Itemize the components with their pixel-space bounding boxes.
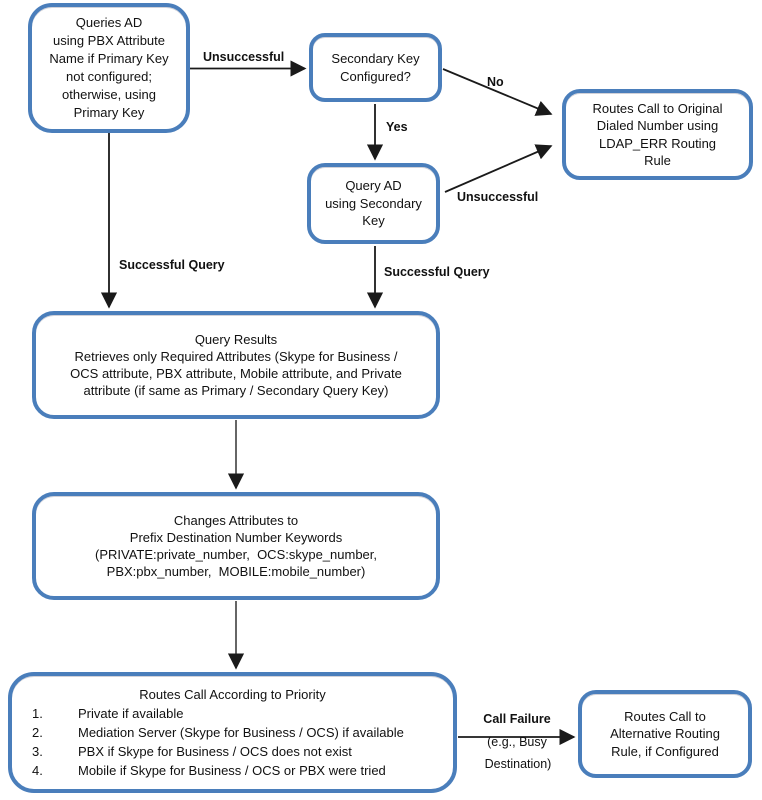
label-yes: Yes: [386, 120, 408, 134]
label-call-failure: Call Failure: [483, 712, 551, 726]
node-query-results: Query Results Retrieves only Required At…: [32, 311, 440, 419]
priority-item: 4. Mobile if Skype for Business / OCS or…: [12, 761, 453, 780]
text-line: Routes Call to: [624, 708, 706, 724]
priority-list: 1. Private if available 2. Mediation Ser…: [12, 704, 453, 780]
text-line: Prefix Destination Number Keywords: [129, 530, 343, 545]
text-line: Configured?: [340, 68, 411, 84]
priority-item: 2. Mediation Server (Skype for Business …: [12, 723, 453, 742]
text-line: Primary Key: [73, 105, 145, 120]
text-line: Query AD: [345, 178, 402, 194]
node-routes-call-priority: Routes Call According to Priority 1. Pri…: [8, 672, 457, 793]
text-line: Rule: [644, 153, 671, 168]
text-line: Alternative Routing: [610, 726, 720, 742]
priority-item-text: Mediation Server (Skype for Business / O…: [78, 725, 404, 740]
text-line: Rule, if Configured: [611, 743, 719, 759]
arrow-unsuccessful-mid: [444, 144, 553, 193]
text-line: Routes Call to Original: [592, 100, 723, 116]
priority-title: Routes Call According to Priority: [139, 687, 326, 702]
priority-item-number: 3.: [32, 744, 43, 759]
node-query-ad-secondary-key: Query AD using Secondary Key: [307, 163, 440, 244]
text-line: attribute (if same as Primary / Secondar…: [83, 383, 389, 398]
text-line: (PRIVATE:private_number, OCS:skype_numbe…: [94, 547, 378, 562]
priority-item: 1. Private if available: [12, 704, 453, 723]
priority-item-number: 4.: [32, 763, 43, 778]
node-alternative-routing: Routes Call to Alternative Routing Rule,…: [578, 690, 752, 778]
text-line: using Secondary: [325, 195, 422, 211]
priority-item-number: 2.: [32, 725, 43, 740]
node-changes-attributes: Changes Attributes to Prefix Destination…: [32, 492, 440, 600]
text-line: Changes Attributes to: [173, 513, 299, 528]
priority-item: 3. PBX if Skype for Business / OCS does …: [12, 742, 453, 761]
label-successful-query-right: Successful Query: [384, 265, 490, 279]
text-line: Secondary Key: [331, 51, 420, 66]
text-line: otherwise, using: [62, 87, 156, 102]
text-line: Query Results: [194, 332, 278, 347]
text-line: PBX:pbx_number, MOBILE:mobile_number): [106, 564, 366, 579]
text-line: Dialed Number using: [596, 118, 719, 133]
label-call-failure-note-2: Destination): [484, 757, 552, 771]
label-unsuccessful-mid: Unsuccessful: [457, 190, 539, 204]
text-line: LDAP_ERR Routing: [598, 135, 717, 151]
node-ldap-err-routing: Routes Call to Original Dialed Number us…: [562, 89, 753, 180]
priority-item-number: 1.: [32, 706, 43, 721]
text-line: not configured;: [65, 69, 152, 84]
label-no: No: [487, 75, 504, 89]
priority-item-text: Mobile if Skype for Business / OCS or PB…: [78, 763, 386, 778]
priority-item-text: Private if available: [78, 706, 184, 721]
node-queries-ad: Queries AD using PBX Attribute Name if P…: [28, 3, 190, 133]
priority-item-text: PBX if Skype for Business / OCS does not…: [78, 744, 352, 759]
node-secondary-key-configured: Secondary Key Configured?: [309, 33, 442, 102]
label-call-failure-note-1: (e.g., Busy: [487, 735, 547, 749]
text-line: OCS attribute, PBX attribute, Mobile att…: [70, 366, 402, 381]
label-unsuccessful-top: Unsuccessful: [203, 50, 285, 64]
text-line: Name if Primary Key: [49, 51, 169, 66]
arrow-no: [442, 68, 553, 116]
text-line: Key: [362, 213, 385, 229]
label-successful-query-left: Successful Query: [119, 258, 225, 272]
text-line: using PBX Attribute: [52, 33, 165, 48]
text-line: Queries AD: [75, 15, 143, 30]
text-line: Retrieves only Required Attributes (Skyp…: [74, 349, 398, 364]
